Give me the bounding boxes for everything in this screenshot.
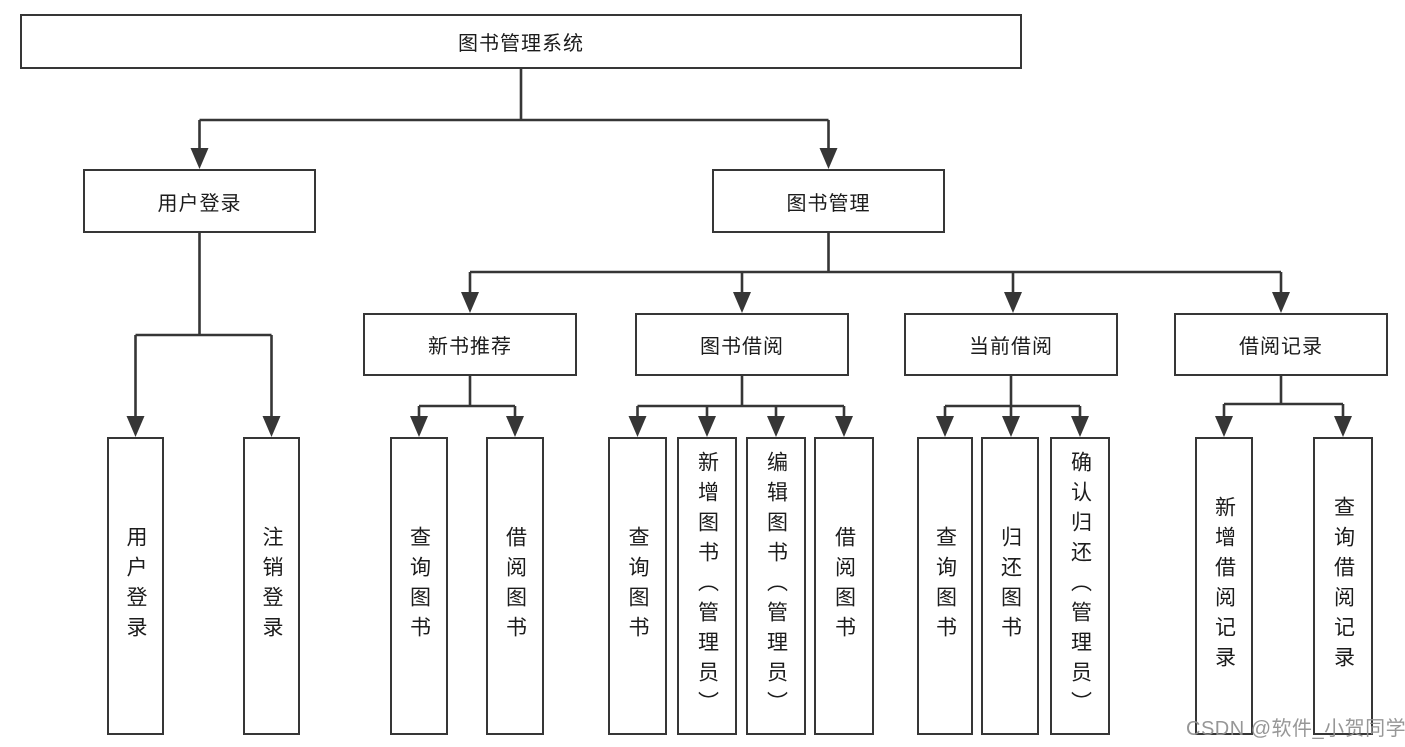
leaf-add-borrow-record: 新增借阅记录 xyxy=(1195,437,1253,735)
connector-current-borrow-to-leaves xyxy=(943,376,1082,419)
leaf-label: 用户登录 xyxy=(124,526,147,646)
leaf-edit-book-admin: 编辑图书（管理员） xyxy=(746,437,806,735)
leaf-label: 查询图书 xyxy=(407,526,431,646)
node-borrow-records: 借阅记录 xyxy=(1174,313,1388,376)
leaf-query-books-recommend: 查询图书 xyxy=(390,437,448,735)
leaf-label: 借阅图书 xyxy=(503,526,527,646)
leaf-label: 确认归还（管理员） xyxy=(1068,451,1092,721)
watermark-text: CSDN @软件_小贺同学 xyxy=(1186,718,1405,740)
leaf-borrow-books-borrow: 借阅图书 xyxy=(814,437,874,735)
leaf-borrow-books-recommend: 借阅图书 xyxy=(486,437,544,735)
leaf-label: 编辑图书（管理员） xyxy=(764,451,788,721)
leaf-query-books-borrow: 查询图书 xyxy=(608,437,667,735)
leaf-label: 新增借阅记录 xyxy=(1212,496,1236,676)
connector-user-login-to-leaves xyxy=(134,233,273,419)
leaf-logout: 注销登录 xyxy=(243,437,300,735)
node-book-borrow: 图书借阅 xyxy=(635,313,849,376)
connector-borrow-records-to-leaves xyxy=(1222,376,1345,419)
leaf-query-borrow-record: 查询借阅记录 xyxy=(1313,437,1373,735)
node-user-login: 用户登录 xyxy=(83,169,316,233)
leaf-label: 查询图书 xyxy=(933,526,957,646)
leaf-label: 查询图书 xyxy=(626,526,649,646)
leaf-label: 注销登录 xyxy=(260,526,283,646)
node-current-borrow: 当前借阅 xyxy=(904,313,1118,376)
leaf-label: 归还图书 xyxy=(998,526,1022,646)
connector-book-management-to-level3 xyxy=(468,233,1283,295)
connector-book-borrow-to-leaves xyxy=(636,376,846,419)
connector-root-to-level2 xyxy=(198,69,830,151)
leaf-label: 借阅图书 xyxy=(832,526,856,646)
leaf-add-book-admin: 新增图书（管理员） xyxy=(677,437,737,735)
node-root: 图书管理系统 xyxy=(20,14,1022,69)
leaf-query-books-current: 查询图书 xyxy=(917,437,973,735)
leaf-label: 查询借阅记录 xyxy=(1331,496,1355,676)
leaf-confirm-return-admin: 确认归还（管理员） xyxy=(1050,437,1110,735)
leaf-return-book: 归还图书 xyxy=(981,437,1039,735)
node-book-management: 图书管理 xyxy=(712,169,945,233)
leaf-user-login: 用户登录 xyxy=(107,437,164,735)
leaf-label: 新增图书（管理员） xyxy=(695,451,719,721)
connector-new-book-recommend-to-leaves xyxy=(417,376,517,419)
node-new-book-recommend: 新书推荐 xyxy=(363,313,577,376)
